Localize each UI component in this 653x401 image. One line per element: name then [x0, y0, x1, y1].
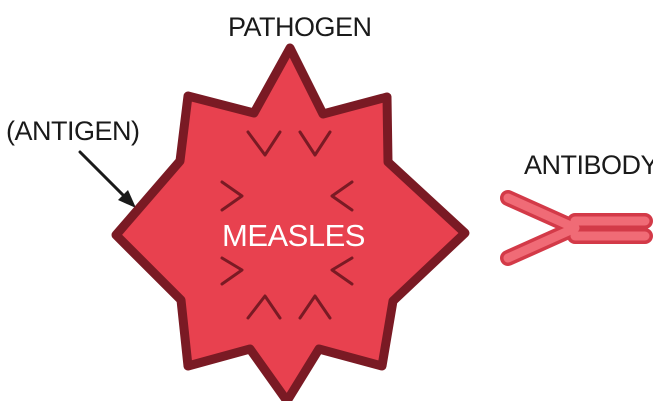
antigen-pointer-arrow	[80, 152, 136, 208]
measles-label: MEASLES	[222, 220, 365, 251]
antibody-label: ANTIBODY	[524, 152, 653, 179]
pathogen-label: PATHOGEN	[228, 14, 372, 41]
antibody-shape	[508, 198, 645, 258]
antigen-label: (ANTIGEN)	[6, 118, 140, 145]
